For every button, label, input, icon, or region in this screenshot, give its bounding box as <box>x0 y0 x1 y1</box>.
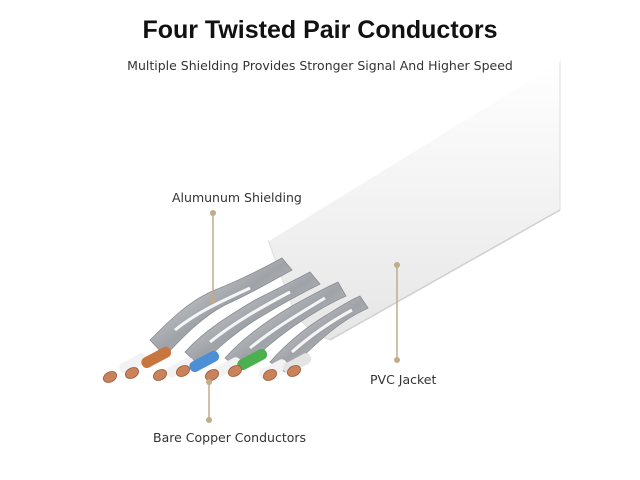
copper-tip-7 <box>262 369 278 381</box>
copper-tip-6 <box>227 365 243 377</box>
copper-tip-5 <box>204 369 220 381</box>
conductor-green <box>237 348 268 371</box>
shielded-pair-3 <box>224 281 347 371</box>
diagram-subtitle: Multiple Shielding Provides Stronger Sig… <box>127 58 513 73</box>
copper-tips <box>102 365 302 383</box>
callout-shielding-label: Alumunum Shielding <box>172 190 302 205</box>
conductor-green-white <box>213 357 242 378</box>
shielded-pair-2 <box>184 271 321 367</box>
diagram-title: Four Twisted Pair Conductors <box>142 16 498 44</box>
copper-tip-1 <box>102 371 118 383</box>
conductor-orange <box>141 346 172 369</box>
shielded-pair-4 <box>269 295 369 373</box>
copper-tip-8 <box>286 365 302 377</box>
copper-tip-4 <box>175 365 191 377</box>
callout-copper-label: Bare Copper Conductors <box>153 430 307 445</box>
conductor-blue <box>189 350 220 373</box>
conductor-orange-white <box>119 353 148 374</box>
callout-leader-jacket <box>394 262 400 363</box>
shielded-pair-1 <box>149 257 293 357</box>
callout-leader-copper <box>206 379 212 423</box>
copper-tip-3 <box>152 369 168 381</box>
copper-tip-2 <box>124 367 140 379</box>
callout-jacket-label: PVC Jacket <box>370 372 437 387</box>
callout-leader-shielding <box>210 210 216 303</box>
